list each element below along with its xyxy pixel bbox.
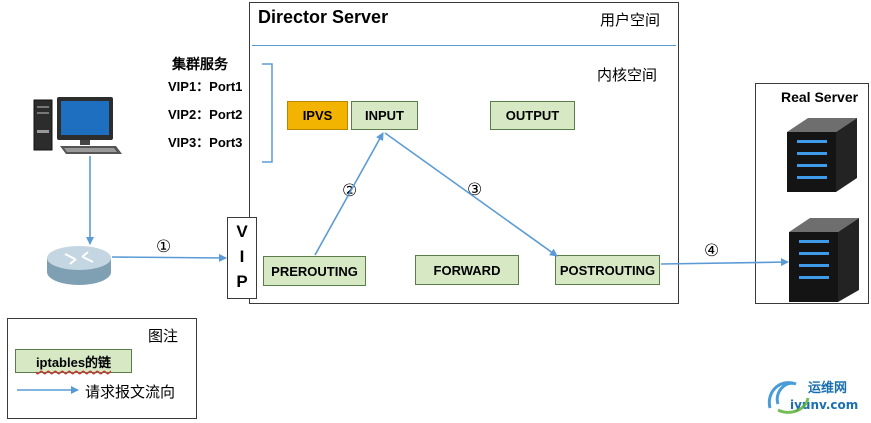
input-chain: INPUT: [351, 101, 418, 130]
legend-title: 图注: [148, 327, 179, 345]
kernel-space-label: 内核空间: [597, 66, 658, 84]
vip2-label: VIP2：Port2: [168, 107, 243, 122]
router-icon: [47, 246, 111, 285]
client-pc-icon: [33, 97, 122, 154]
vip-letter-p: P: [236, 272, 248, 291]
director-server-title: Director Server: [258, 7, 389, 27]
vip-letter-v: V: [236, 222, 248, 241]
postrouting-chain: POSTROUTING: [555, 255, 660, 285]
vip3-label: VIP3：Port3: [168, 135, 243, 150]
vip1-label: VIP1：Port1: [168, 79, 243, 94]
watermark-logo-icon: [767, 381, 810, 414]
server-icon-2: [789, 218, 859, 302]
user-kernel-divider: [252, 45, 676, 46]
cluster-service-title: 集群服务: [172, 57, 228, 73]
forward-chain: FORWARD: [415, 255, 519, 285]
director-server-box: [249, 2, 679, 304]
server-icon-1: [787, 118, 857, 192]
vip-box: V I P: [227, 217, 257, 299]
step-1-marker: ①: [156, 237, 172, 257]
legend-chain-label: iptables的链: [35, 354, 112, 370]
cluster-bracket: [262, 63, 273, 163]
user-space-label: 用户空间: [600, 11, 661, 29]
ipvs-chain: IPVS: [287, 101, 348, 130]
legend-chain-sample: iptables的链: [15, 349, 132, 373]
legend-arrow-label: 请求报文流向: [85, 383, 176, 401]
step-4-marker: ④: [704, 241, 720, 261]
output-chain: OUTPUT: [490, 101, 575, 130]
arrow-input-to-postrouting: [384, 132, 558, 257]
prerouting-chain: PREROUTING: [263, 256, 366, 286]
vip-letter-i: I: [239, 247, 245, 266]
real-server-title: Real Server: [781, 89, 859, 105]
arrow-postrouting-to-real-server: [660, 258, 789, 267]
arrow-prerouting-to-input: [314, 132, 384, 256]
arrow-router-to-vip: [111, 253, 227, 262]
watermark-text: 运维网: [808, 381, 848, 396]
